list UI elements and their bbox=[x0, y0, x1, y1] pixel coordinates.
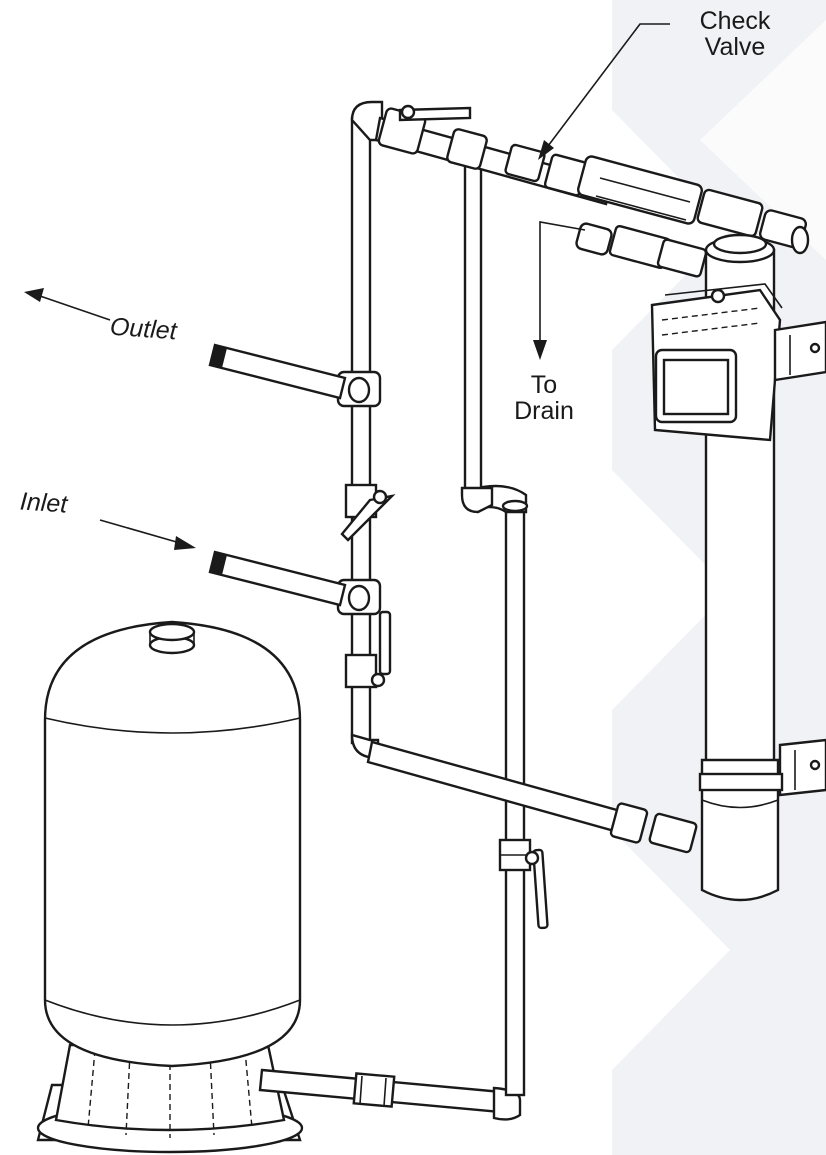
check-valve-label-line1: Check bbox=[699, 7, 771, 35]
check-valve-leader bbox=[538, 23, 670, 160]
control-head bbox=[650, 283, 783, 442]
tank-bottom-pipe bbox=[258, 1068, 522, 1121]
top-horizontal-assembly bbox=[374, 104, 810, 255]
outlet-arrow bbox=[24, 288, 111, 321]
to-drain-arrow bbox=[533, 221, 586, 360]
inlet-arrow bbox=[99, 519, 196, 550]
drain-loop-pipe bbox=[460, 158, 494, 514]
to-drain-label-line2: Drain bbox=[514, 397, 574, 426]
check-valve-label: Check Valve bbox=[676, 8, 794, 61]
to-drain-label-line1: To bbox=[530, 371, 558, 399]
to-drain-label: To Drain bbox=[500, 372, 588, 425]
outlet-pipe bbox=[208, 343, 347, 400]
inlet-label: Inlet bbox=[19, 487, 69, 519]
main-vertical-pipe bbox=[336, 100, 396, 760]
wall-bracket-lower bbox=[698, 738, 826, 797]
wall-bracket-upper bbox=[773, 320, 826, 382]
drain-fitting bbox=[575, 222, 708, 278]
bottom-bypass-pipe bbox=[366, 740, 698, 854]
outlet-label: Outlet bbox=[109, 312, 178, 346]
check-valve-label-line2: Valve bbox=[704, 33, 766, 62]
inlet-pipe bbox=[208, 550, 347, 607]
pressure-tank bbox=[36, 620, 304, 1154]
